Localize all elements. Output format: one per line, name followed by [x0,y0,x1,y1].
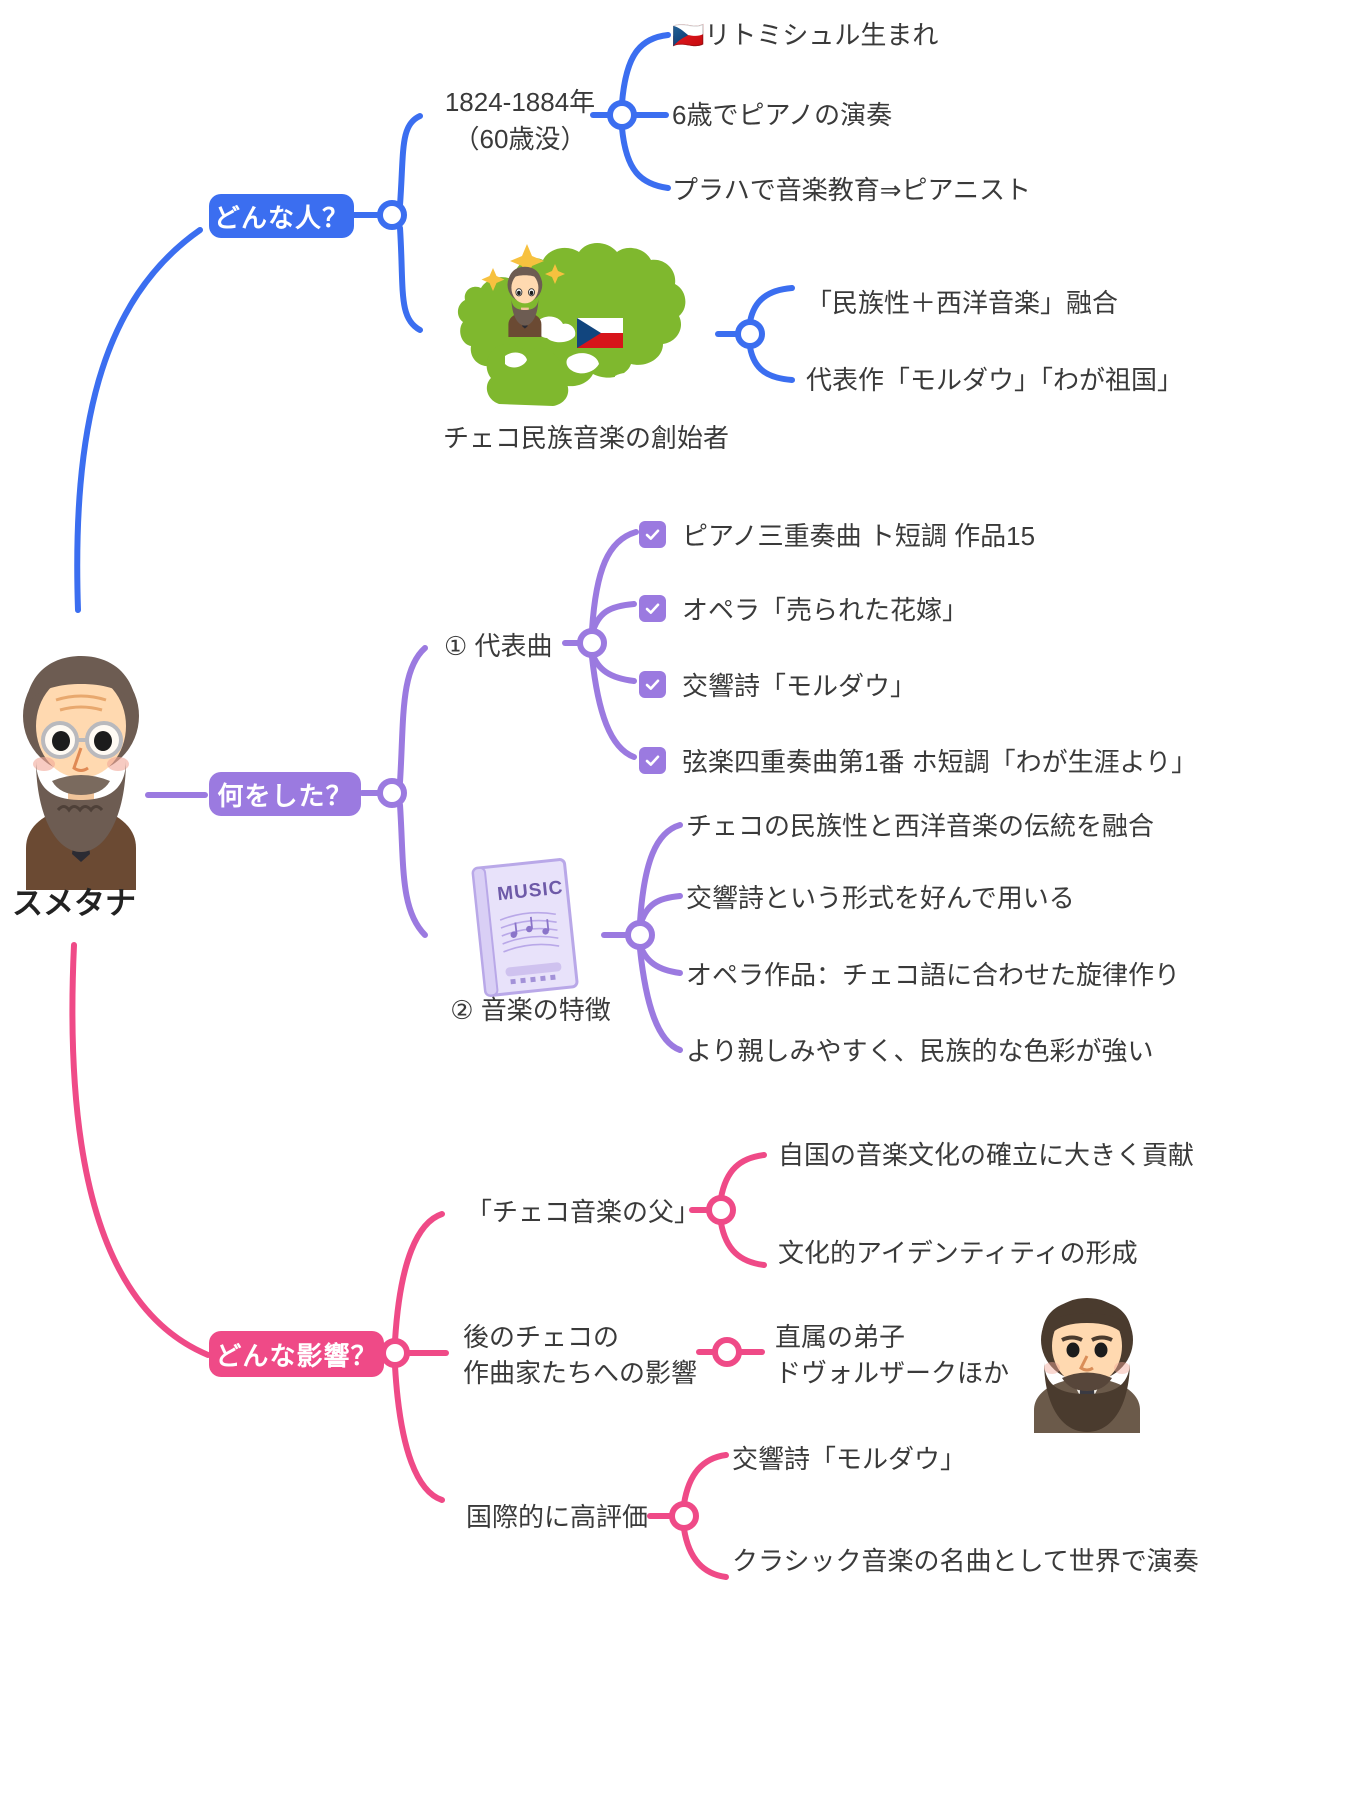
leaf-birthplace: 🇨🇿リトミシュル生まれ [672,20,939,50]
hub-features [625,920,655,950]
checkbox-label: 交響詩「モルダウ」 [682,671,917,701]
hub-who [377,200,407,230]
europe-map-illustration [443,228,719,408]
leaf-dvorak-disciple: 直属の弟子 ドヴォルザークほか [775,1322,1010,1388]
smetana-portrait [8,640,154,890]
hub-works [577,628,607,658]
node-life-span: 1824-1884年 （60歳没） [444,87,596,154]
branch-pill-what[interactable]: 何をした？ [209,772,361,816]
leaf-vltava-intl: 交響詩「モルダウ」 [732,1444,967,1474]
leaf-classical-masterpiece: クラシック音楽の名曲として世界で演奏 [732,1546,1199,1576]
checkbox-icon[interactable] [639,595,666,622]
leaf-masterworks: 代表作「モルダウ」「わが祖国」 [806,365,1184,395]
hub-founder [735,319,765,349]
leaf-feature-fusion: チェコの民族性と西洋音楽の伝統を融合 [686,811,1155,841]
branch-pill-influence[interactable]: どんな影響？ [209,1331,384,1377]
node-international-acclaim: 国際的に高評価 [466,1502,649,1532]
leaf-national-culture: 自国の音楽文化の確立に大きく貢献 [778,1140,1195,1170]
branch-pill-who[interactable]: どんな人？ [209,194,354,238]
hub-life [607,100,637,130]
checkbox-label: 弦楽四重奏曲第1番 ホ短調「わが生涯より」 [682,747,1198,777]
node-representative-works: ① 代表曲 [444,631,553,661]
leaf-feature-opera-melody: オペラ作品：チェコ語に合わせた旋律作り [686,960,1181,990]
checkbox-row-bartered-bride[interactable]: オペラ「売られた花嫁」 [639,590,968,627]
leaf-piano-age6: 6歳でピアノの演奏 [672,100,893,130]
node-father-of-czech-music: 「チェコ音楽の父」 [466,1197,701,1227]
checkbox-icon[interactable] [639,521,666,548]
hub-successors [712,1337,742,1367]
music-book-illustration: MUSIC [465,855,595,1000]
hub-father [706,1195,736,1225]
dvorak-portrait [1022,1298,1152,1433]
node-later-composers: 後のチェコの 作曲家たちへの影響 [463,1322,698,1388]
leaf-fusion: 「民族性＋西洋音楽」融合 [806,288,1119,318]
leaf-cultural-identity: 文化的アイデンティティの形成 [778,1238,1138,1268]
hub-international [669,1501,699,1531]
checkbox-icon[interactable] [639,671,666,698]
leaf-feature-folk-color: より親しみやすく、民族的な色彩が強い [686,1036,1154,1066]
caption-founder: チェコ民族音楽の創始者 [443,423,730,453]
caption-music-features: ② 音楽の特徴 [450,995,611,1025]
checkbox-icon[interactable] [639,747,666,774]
checkbox-row-string-quartet[interactable]: 弦楽四重奏曲第1番 ホ短調「わが生涯より」 [639,742,1197,779]
checkbox-row-piano-trio[interactable]: ピアノ三重奏曲 ト短調 作品15 [639,516,1035,553]
leaf-prague-education: プラハで音楽教育⇒ピアニスト [672,175,1032,205]
checkbox-label: ピアノ三重奏曲 ト短調 作品15 [682,521,1036,551]
checkbox-label: オペラ「売られた花嫁」 [682,595,969,625]
leaf-feature-symphonic-poem: 交響詩という形式を好んで用いる [686,883,1075,913]
root-label: スメタナ [12,886,136,921]
hub-influence [380,1338,410,1368]
hub-what [377,778,407,808]
checkbox-row-vltava[interactable]: 交響詩「モルダウ」 [639,666,916,703]
